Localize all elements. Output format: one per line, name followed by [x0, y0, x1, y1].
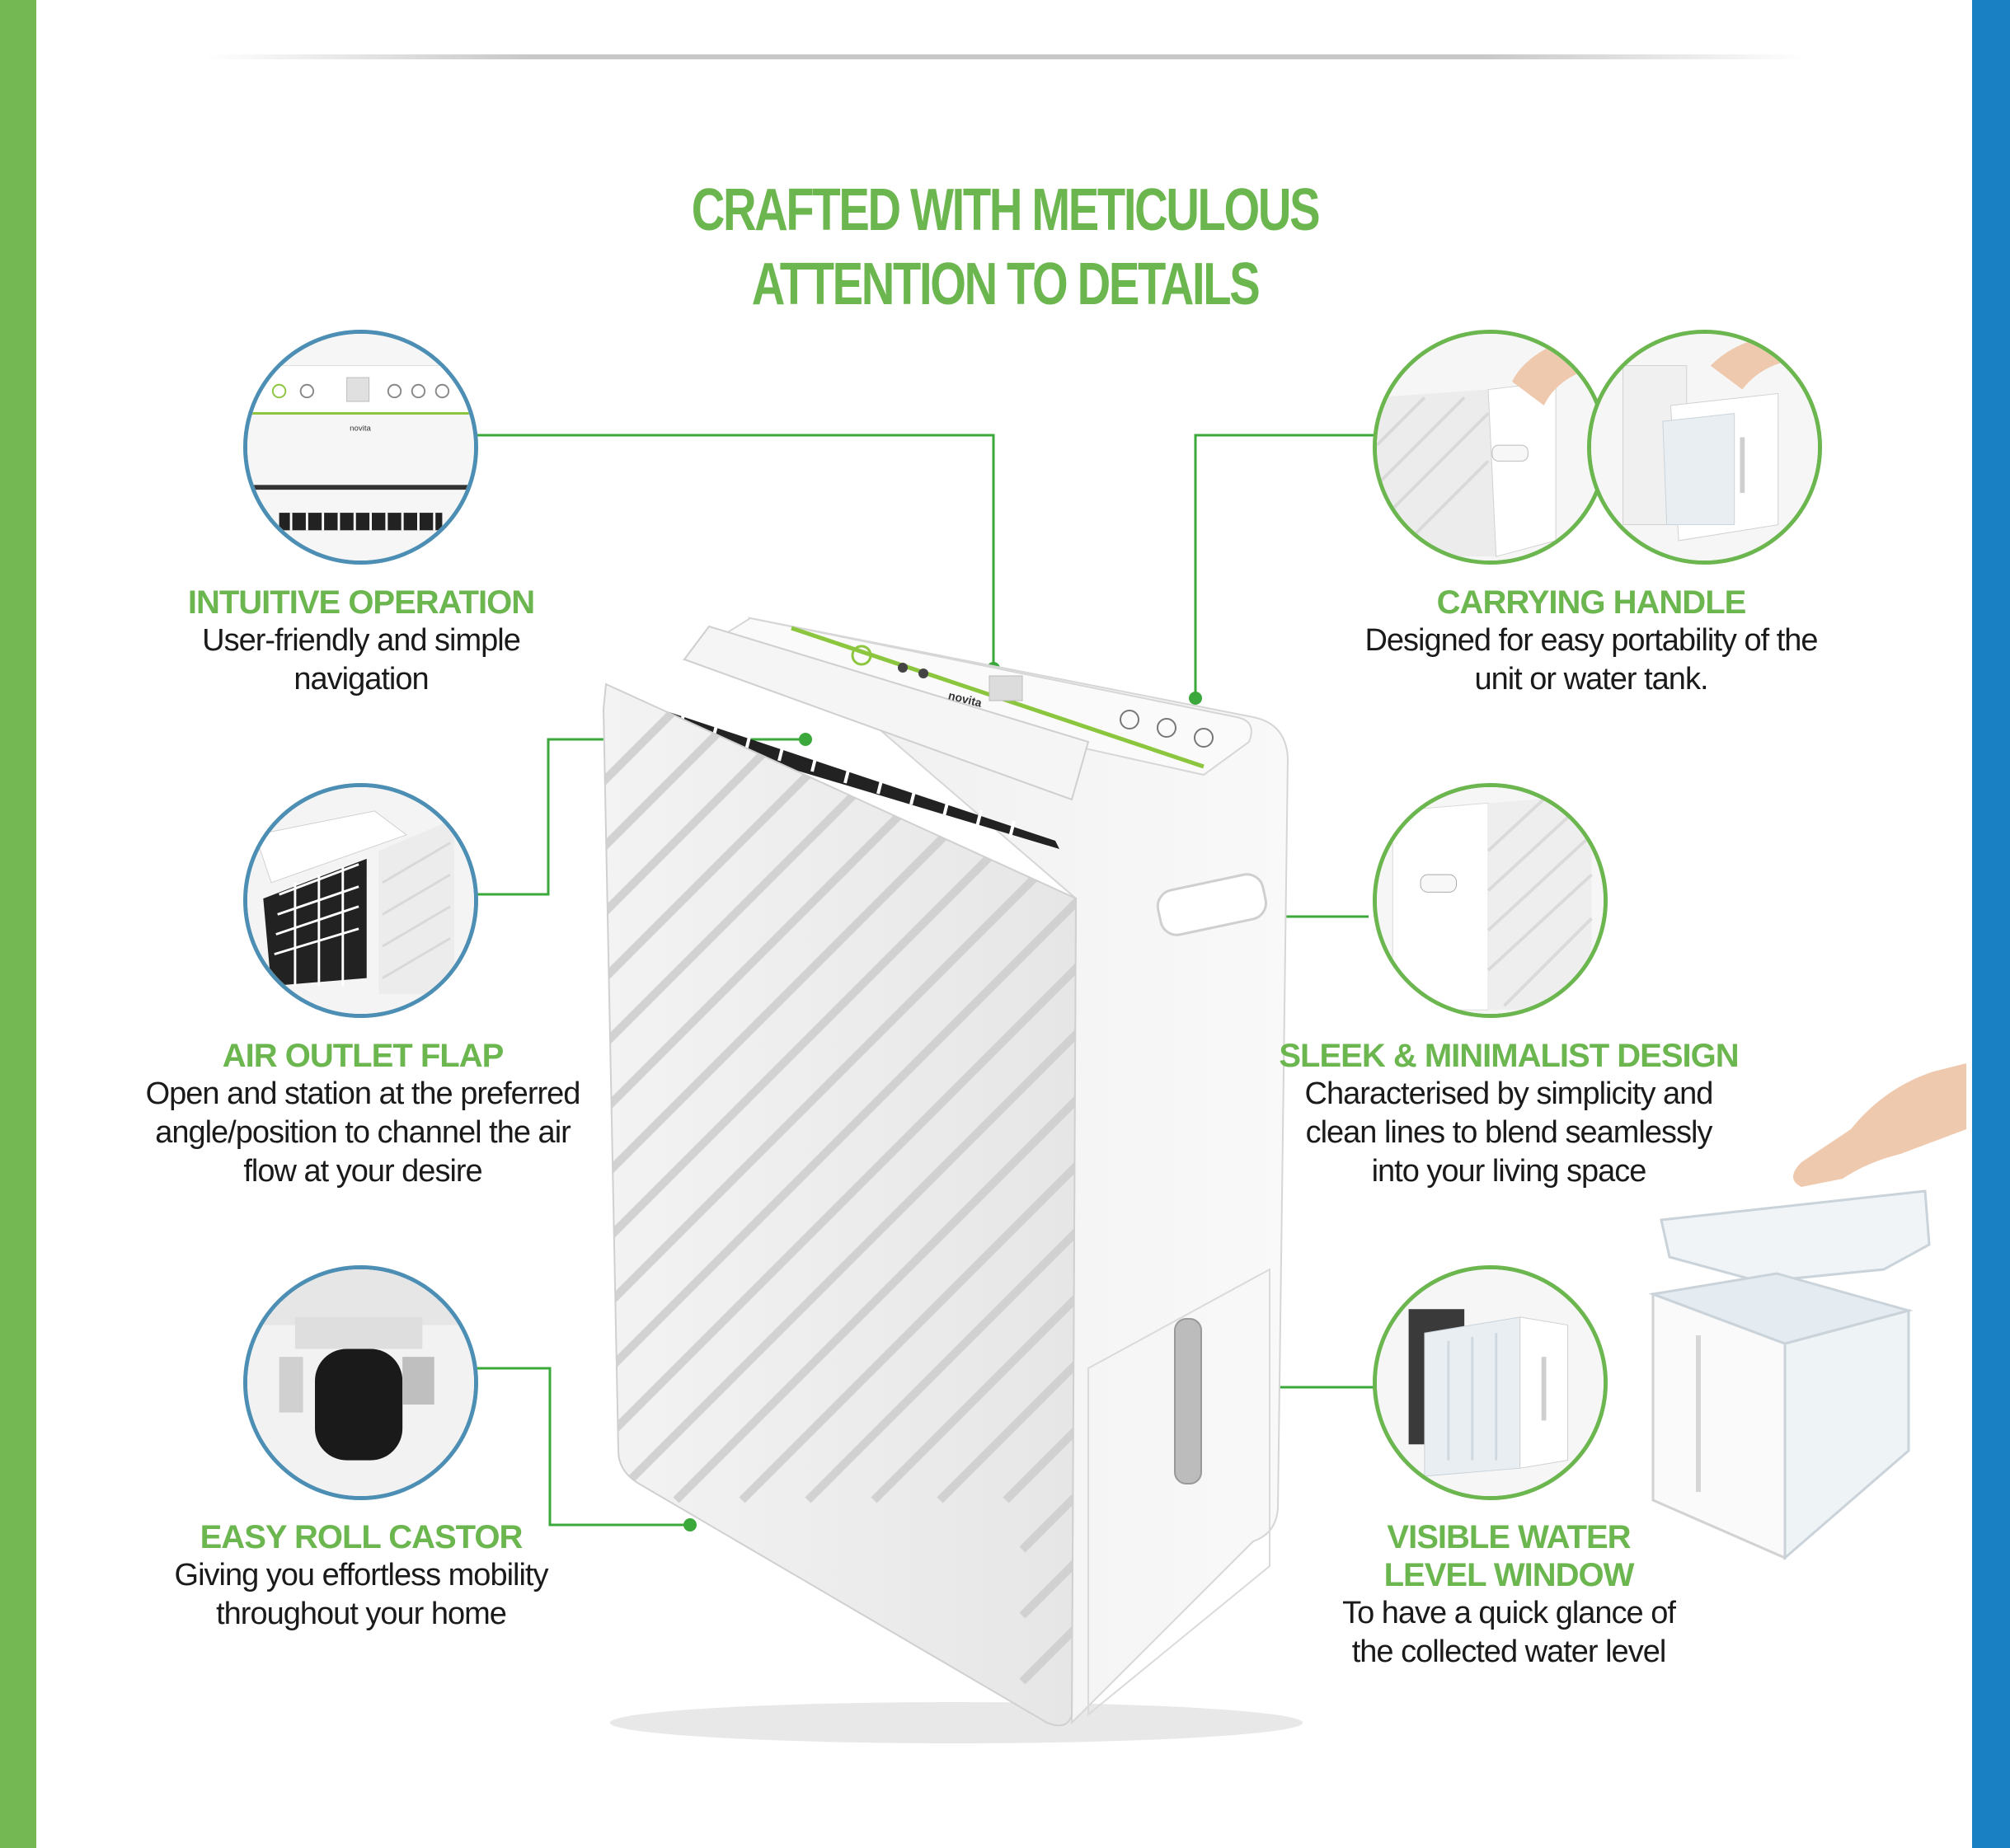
feature-desc-line: Giving you effortless mobility — [174, 1558, 549, 1592]
feature-easy-roll-castor: EASY ROLL CASTOR Giving you effortless m… — [147, 1518, 575, 1634]
control-panel-closeup: novita — [243, 330, 478, 565]
top-divider — [206, 54, 1806, 59]
feature-heading: LEVEL WINDOW — [1383, 1557, 1635, 1593]
feature-carrying-handle: CARRYING HANDLE Designed for easy portab… — [1352, 584, 1830, 699]
feature-desc-line: the collected water level — [1351, 1635, 1667, 1669]
feature-visible-water-level-window: VISIBLE WATER LEVEL WINDOW To have a qui… — [1294, 1518, 1723, 1672]
feature-heading: CARRYING HANDLE — [1436, 584, 1747, 621]
unit-handle-closeup — [1373, 330, 1608, 565]
feature-heading: EASY ROLL CASTOR — [200, 1519, 524, 1555]
feature-desc-line: angle/position to channel the air — [155, 1115, 571, 1150]
title-line-2: ATTENTION TO DETAILS — [751, 251, 1261, 317]
feature-desc-line: throughout your home — [216, 1597, 507, 1631]
feature-desc-line: Designed for easy portability of the — [1364, 623, 1818, 658]
feature-desc-line: unit or water tank. — [1474, 662, 1708, 697]
dehumidifier-product-image — [602, 617, 1303, 1743]
left-accent-bar — [0, 0, 36, 1848]
feature-desc-line: To have a quick glance of — [1342, 1596, 1676, 1630]
air-outlet-flap-closeup — [243, 783, 478, 1018]
feature-desc-line: clean lines to blend seamlessly — [1305, 1115, 1713, 1150]
svg-text:novita: novita — [350, 424, 371, 434]
feature-heading: INTUITIVE OPERATION — [187, 584, 535, 621]
page-title: CRAFTED WITH METICULOUS ATTENTION TO DET… — [619, 173, 1391, 321]
feature-sleek-minimalist-design: SLEEK & MINIMALIST DESIGN Characterised … — [1278, 1037, 1740, 1191]
feature-desc-line: navigation — [294, 662, 429, 697]
feature-heading: SLEEK & MINIMALIST DESIGN — [1279, 1038, 1739, 1074]
feature-desc-line: User-friendly and simple — [202, 623, 521, 658]
feature-desc-line: flow at your desire — [243, 1154, 482, 1189]
title-line-1: CRAFTED WITH METICULOUS — [691, 177, 1321, 243]
sleek-design-closeup — [1373, 783, 1608, 1018]
right-accent-bar — [1972, 0, 2010, 1848]
feature-desc-line: Open and station at the preferred — [145, 1076, 581, 1111]
water-level-window-closeup — [1373, 1265, 1608, 1500]
feature-desc-line: into your living space — [1371, 1154, 1647, 1189]
water-tank-image — [1648, 1063, 1966, 1561]
castor-wheel-closeup — [243, 1265, 478, 1500]
feature-desc-line: Characterised by simplicity and — [1304, 1076, 1714, 1111]
feature-heading: VISIBLE WATER — [1387, 1519, 1631, 1555]
feature-heading: AIR OUTLET FLAP — [222, 1038, 505, 1074]
feature-air-outlet-flap: AIR OUTLET FLAP Open and station at the … — [128, 1037, 598, 1191]
water-tank-handle-closeup — [1587, 330, 1822, 565]
feature-intuitive-operation: INTUITIVE OPERATION User-friendly and si… — [147, 584, 575, 699]
